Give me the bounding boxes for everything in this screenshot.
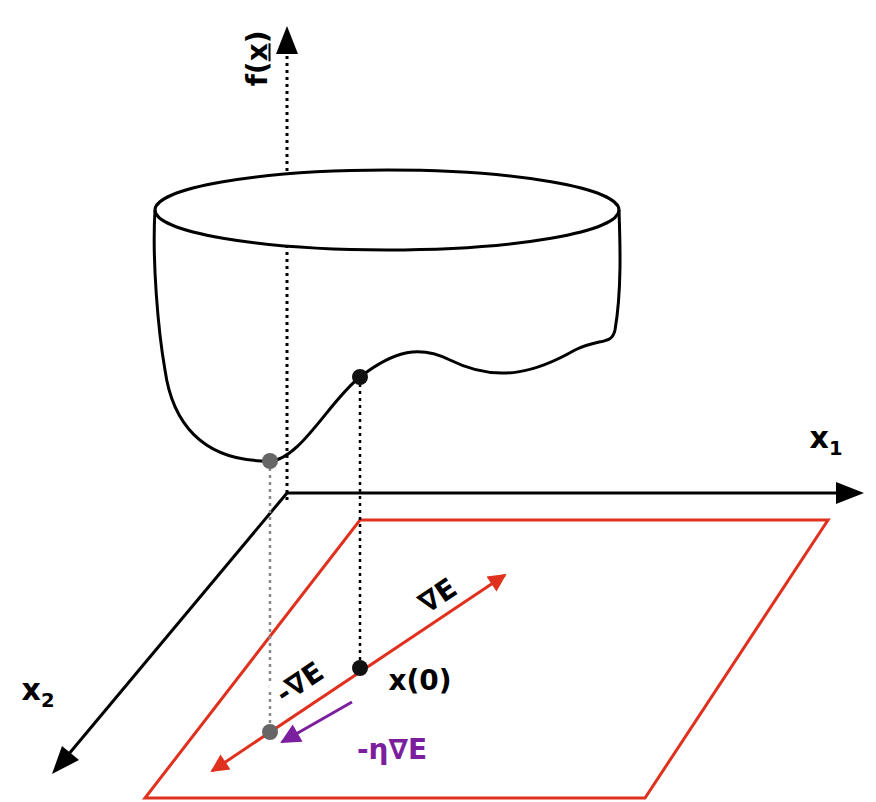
gradient-label: -∇E [268, 654, 332, 711]
step-arrow [282, 702, 352, 742]
f-axis-head [276, 26, 298, 54]
axis-label: f(x) [243, 27, 274, 89]
x2-axis-head [52, 746, 79, 774]
f-axis [286, 48, 289, 500]
next-point [262, 724, 278, 740]
surface-rim [155, 170, 619, 250]
x2-axis [68, 493, 287, 755]
error-surface [154, 210, 620, 461]
minimum-point [262, 453, 278, 469]
x1-axis [287, 492, 840, 495]
axis-label: x1 [807, 421, 846, 459]
surface-point [352, 369, 368, 385]
projection-line [359, 377, 362, 668]
point-label: x(0) [385, 666, 454, 697]
gradient-line [212, 575, 505, 771]
gradient-label: ∇E [411, 571, 465, 621]
step-label: -η∇E [354, 735, 430, 766]
parameter-plane [145, 520, 828, 798]
x1-axis-head [836, 482, 864, 504]
start-point [352, 660, 368, 676]
axis-label: x2 [19, 673, 58, 711]
